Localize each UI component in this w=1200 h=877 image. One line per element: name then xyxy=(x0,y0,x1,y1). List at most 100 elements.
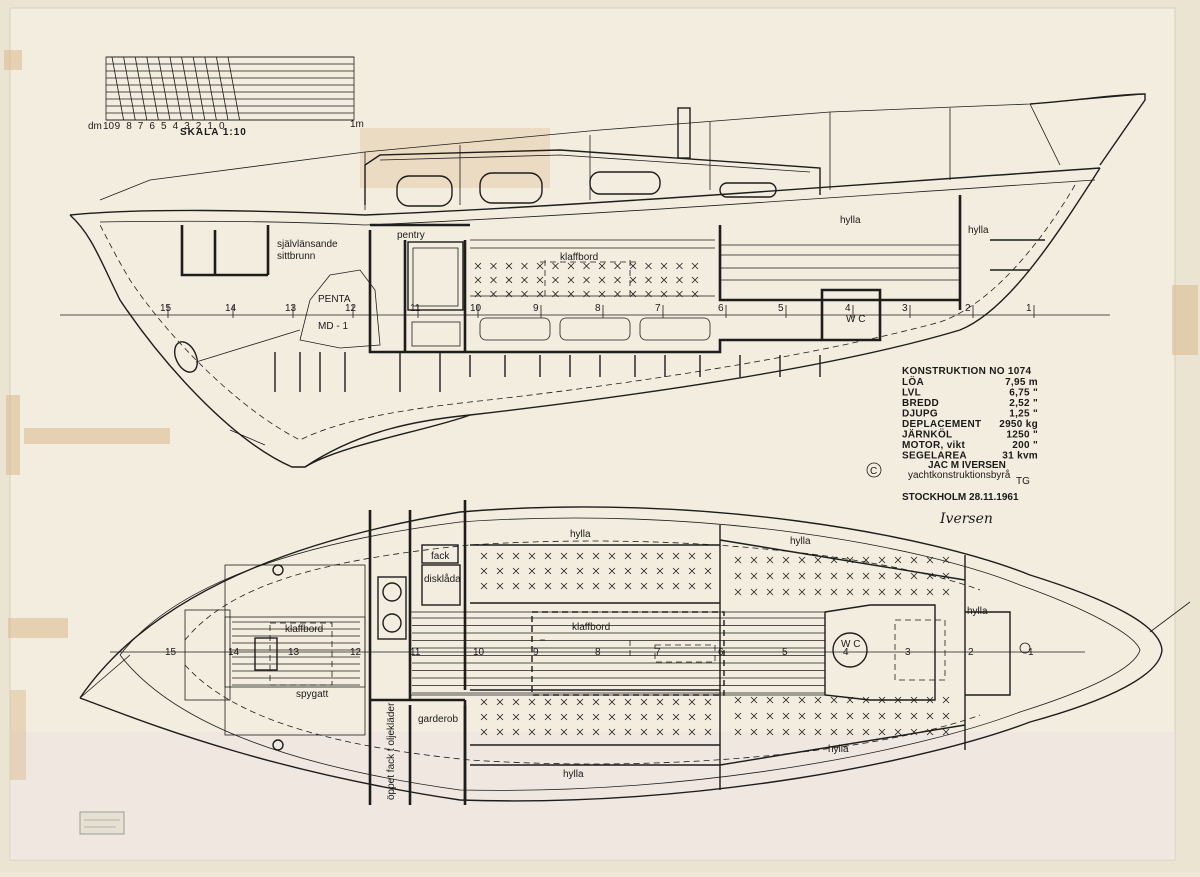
hatch-mark xyxy=(544,698,552,706)
hatch-mark xyxy=(544,713,552,721)
station-number: 13 xyxy=(285,303,297,314)
saloon-berth-cushions xyxy=(479,317,711,341)
hatch-mark xyxy=(782,588,790,596)
station-number: 9 xyxy=(533,647,539,658)
hatch-mark xyxy=(640,713,648,721)
tape-mark xyxy=(4,50,22,70)
plan-inner-dash xyxy=(184,540,981,765)
hatch-mark xyxy=(608,713,616,721)
hatch-mark xyxy=(474,276,482,284)
station-number: 1 xyxy=(1026,303,1032,314)
scale-diagonal xyxy=(204,56,217,121)
hatch-mark xyxy=(676,276,683,284)
main-klaffbord xyxy=(531,611,725,696)
label-hylla-plan-bot-2: hylla xyxy=(828,744,849,755)
hatch-mark xyxy=(624,698,632,706)
pentry-cabinet xyxy=(407,241,464,311)
spec-value: 2,52 " xyxy=(1009,398,1038,409)
hatch-mark xyxy=(672,713,680,721)
station-number: 14 xyxy=(228,647,240,658)
cockpit-sole xyxy=(224,616,366,688)
cabin-sole-planking xyxy=(412,617,825,694)
station-number: 15 xyxy=(160,303,172,314)
spec-value: 1,25 " xyxy=(1009,409,1038,420)
burner-icon xyxy=(382,613,402,633)
hatch-mark xyxy=(552,276,559,284)
hatch-mark xyxy=(592,713,600,721)
hatch-mark xyxy=(734,588,742,596)
hatch-mark xyxy=(521,276,528,284)
hatch-mark xyxy=(512,698,520,706)
scale-tick-label: 7 xyxy=(138,121,144,132)
hatch-mark xyxy=(583,262,590,270)
hatch-mark xyxy=(598,262,606,270)
hatch-mark xyxy=(560,698,568,706)
scale-tick-label: 0 xyxy=(219,121,225,132)
hatch-mark xyxy=(894,712,902,720)
saloon-structure xyxy=(368,230,822,354)
prop-shaft xyxy=(195,329,301,363)
cabin-top xyxy=(364,149,821,205)
hatch-mark xyxy=(608,582,616,590)
hatch-mark xyxy=(910,572,918,580)
hatch-mark xyxy=(496,728,504,736)
hatch-mark xyxy=(608,552,616,560)
hatch-mark xyxy=(656,713,664,721)
hatch-mark xyxy=(878,556,886,564)
hatch-mark xyxy=(592,582,600,590)
hatch-mark xyxy=(512,552,520,560)
hull-outline xyxy=(69,167,1101,468)
hatch-mark xyxy=(583,276,590,284)
hatch-mark xyxy=(830,572,838,580)
hatch-mark xyxy=(567,276,575,284)
hatch-mark xyxy=(576,698,584,706)
hatch-mark xyxy=(688,567,696,575)
hatch-mark xyxy=(474,262,482,270)
station-number: 5 xyxy=(782,647,788,658)
hatch-mark xyxy=(656,698,664,706)
hatch-mark xyxy=(474,290,482,298)
hatch-mark xyxy=(640,698,648,706)
scale-diagonal xyxy=(192,56,206,121)
hatch-mark xyxy=(704,582,712,590)
hatch-mark xyxy=(608,698,616,706)
hatch-mark xyxy=(521,262,528,270)
hatch-mark xyxy=(942,728,950,736)
hatch-mark xyxy=(782,572,790,580)
hatch-mark xyxy=(576,728,584,736)
hatch-mark xyxy=(894,728,902,736)
hatch-mark xyxy=(624,713,632,721)
bow-pulpit xyxy=(1029,93,1146,166)
hatch-mark xyxy=(576,567,584,575)
station-number: 3 xyxy=(905,647,911,658)
hatch-mark xyxy=(576,713,584,721)
hatch-mark xyxy=(910,712,918,720)
hatch-mark xyxy=(688,698,696,706)
hatch-mark xyxy=(704,552,712,560)
station-number: 8 xyxy=(595,303,601,314)
label-md1: MD - 1 xyxy=(318,321,348,332)
hatch-mark xyxy=(830,588,838,596)
hatch-mark xyxy=(704,698,712,706)
spec-value: 2950 kg xyxy=(999,419,1038,430)
label-hylla-plan-bot-1: hylla xyxy=(563,769,584,780)
hatch-mark xyxy=(640,552,648,560)
hatch-mark xyxy=(629,276,637,284)
sheer-line xyxy=(99,179,1096,226)
hatch-mark xyxy=(782,712,790,720)
station-number: 7 xyxy=(655,303,661,314)
label-wc-plan: W C xyxy=(841,639,860,650)
label-pentry: pentry xyxy=(397,230,425,241)
spec-label: MOTOR, vikt xyxy=(902,440,965,451)
hatch-mark xyxy=(560,567,568,575)
hatch-mark xyxy=(640,582,648,590)
hatch-mark xyxy=(528,552,536,560)
scale-diagonal xyxy=(216,56,229,121)
hatch-mark xyxy=(512,728,520,736)
hatch-mark xyxy=(750,712,758,720)
hatch-mark xyxy=(624,567,632,575)
hatch-mark xyxy=(672,728,680,736)
hatch-mark xyxy=(614,276,621,284)
